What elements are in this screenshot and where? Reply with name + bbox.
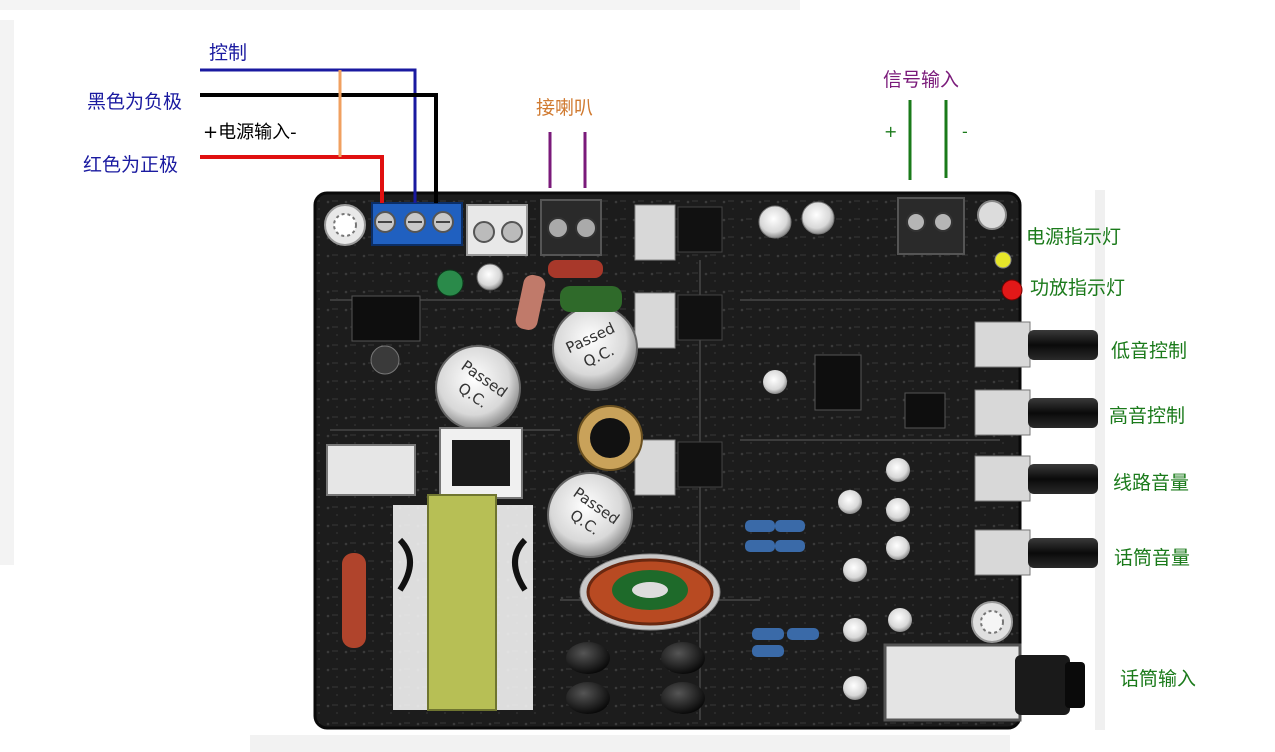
negative-wire: [200, 93, 438, 203]
smd-capacitor-icon: [763, 370, 912, 700]
signal-wires: [908, 100, 948, 180]
signal-terminal-icon: [897, 197, 965, 255]
potentiometer-knob-icon: [974, 321, 1098, 576]
red-positive-label: 红色为正极: [83, 154, 179, 176]
resistor-icon: [342, 260, 819, 657]
transistor-icon: [634, 204, 723, 496]
toroid-inductor-icon: [579, 553, 721, 631]
audio-jack-icon: [883, 643, 1085, 722]
bottom-knob-icon: [566, 642, 705, 714]
black-negative-label: 黑色为负极: [87, 91, 183, 113]
control-wire: [200, 68, 417, 203]
control-label: 控制: [209, 42, 248, 64]
treble-label: 高音控制: [1109, 405, 1186, 427]
heatsink-icon: [326, 427, 523, 499]
power-led-label: 电源指示灯: [1026, 226, 1122, 248]
ic-chip-icon: [351, 295, 946, 429]
positive-wire: [200, 155, 384, 203]
mic-input-label: 话筒输入: [1120, 668, 1197, 690]
speaker-terminal-icon: [466, 199, 602, 256]
speaker-label: 接喇叭: [536, 97, 594, 119]
amp-led-label: 功放指示灯: [1030, 277, 1126, 299]
signal-plus-label: +: [884, 122, 898, 141]
led-icon: [994, 251, 1023, 301]
mic-volume-label: 话筒音量: [1114, 547, 1191, 569]
signal-input-label: 信号输入: [883, 69, 960, 91]
large-capacitor-icon: Passed Q.C. Passed Q.C. Passed Q.C.: [435, 305, 643, 558]
bass-label: 低音控制: [1111, 340, 1188, 362]
signal-minus-label: -: [962, 122, 968, 141]
capacitor-icon: [370, 201, 835, 375]
power-input-label: +电源输入-: [203, 122, 297, 143]
transformer-icon: [393, 494, 533, 711]
mounting-hole-icon: [324, 200, 1013, 643]
speaker-wires: [548, 132, 587, 188]
screw-terminal-icon: [371, 202, 463, 246]
line-volume-label: 线路音量: [1113, 472, 1190, 494]
